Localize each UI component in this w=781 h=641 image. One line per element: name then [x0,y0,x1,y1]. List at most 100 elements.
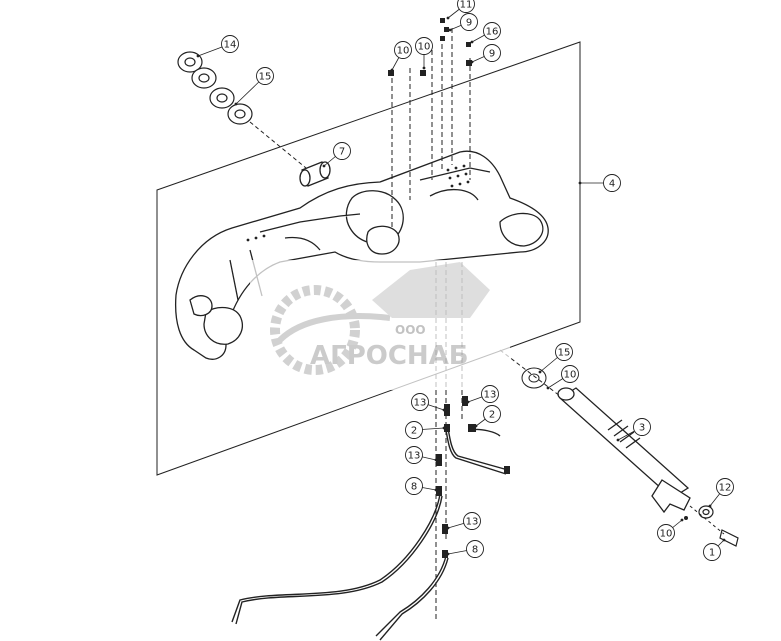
callout-circle [483,44,501,62]
callout-circle [256,67,274,85]
callout-number: 15 [558,348,571,359]
callout-anchor-dot [196,54,200,58]
callout-anchor-dot [322,164,326,168]
callout-1: 1 [703,538,726,561]
callout-anchor-dot [708,504,712,508]
callout-anchor-dot [474,424,478,428]
callout-10: 10 [415,37,433,70]
callout-number: 7 [339,147,345,158]
callout-circle [603,174,621,192]
callout-circle [716,478,734,496]
callout-anchor-dot [448,28,452,32]
callout-number: 9 [489,49,495,60]
callout-number: 8 [411,482,417,493]
pivot-pin [557,387,691,514]
nut-and-bolt [698,505,739,547]
callout-anchor-dot [470,60,474,64]
callout-anchor-dot [446,526,450,530]
callout-circle [405,477,423,495]
watermark-brand: АГРОСНАБ [310,341,469,371]
callout-circle [703,543,721,561]
callout-number: 10 [397,46,410,57]
bushing [299,161,331,187]
callout-number: 1 [709,548,715,559]
callout-circle [483,22,501,40]
pin-leader [499,349,561,397]
callout-number: 3 [639,423,645,434]
callout-layer: 14 15 10 10 11 9 16 9 7 4 15 10 13 13 2 2 3 13 8 12 13 10 8 1 [196,0,734,561]
callout-13: 13 [446,512,481,530]
callout-anchor-dot [546,386,550,390]
pin-washer-hole [528,373,540,383]
callout-anchor-dot [390,68,394,72]
callout-circle [457,0,475,13]
frame-rivets [246,164,470,242]
callout-circle [394,41,412,59]
callout-anchor-dot [442,408,446,412]
callout-number: 10 [418,42,431,53]
callout-8: 8 [446,540,484,558]
main-frame [174,150,549,360]
callout-number: 12 [719,483,732,494]
callout-number: 4 [609,179,615,190]
callout-9: 9 [470,44,501,64]
callout-anchor-dot [442,426,446,430]
callout-circle [333,142,351,160]
callout-circle [405,446,423,464]
callout-anchor-dot [578,181,582,185]
callout-circle [657,524,675,542]
callout-number: 16 [486,27,499,38]
hose-fittings [436,396,510,558]
callout-number: 9 [466,18,472,29]
callout-2: 2 [474,405,501,428]
callout-12: 12 [708,478,734,508]
callout-number: 15 [259,72,272,83]
callout-circle [221,35,239,53]
callout-anchor-dot [446,552,450,556]
callout-9: 9 [448,13,478,32]
callout-number: 8 [472,545,478,556]
callout-4: 4 [578,174,621,192]
callout-circle [481,385,499,403]
callout-circle [561,365,579,383]
callout-circle [463,512,481,530]
callout-10: 10 [657,518,684,542]
callout-number: 2 [411,426,417,437]
callout-anchor-dot [434,458,438,462]
callout-number: 14 [224,40,237,51]
callout-15: 15 [234,67,274,106]
watermark-prefix: ООО [395,323,426,337]
callout-14: 14 [196,35,239,58]
callout-number: 13 [414,398,427,409]
callout-number: 10 [660,529,673,540]
callout-8: 8 [405,477,438,495]
callout-16: 16 [470,22,501,44]
callout-circle [633,418,651,436]
plane-outline [156,41,581,476]
callout-anchor-dot [470,40,474,44]
callout-2: 2 [405,421,446,439]
washer-leader [249,121,307,169]
pin-small-fastener [684,516,688,520]
top-fasteners [388,18,472,76]
callout-circle [415,37,433,55]
callout-circle [460,13,478,31]
callout-circle [466,540,484,558]
callout-number: 13 [484,390,497,401]
callout-3: 3 [616,418,651,442]
callout-11: 11 [446,0,475,20]
callout-anchor-dot [722,538,726,542]
callout-13: 13 [405,446,438,464]
callout-anchor-dot [434,488,438,492]
callout-number: 13 [408,451,421,462]
callout-number: 11 [460,0,473,11]
callout-number: 10 [564,370,577,381]
callout-anchor-dot [422,66,426,70]
callout-7: 7 [322,142,351,168]
callout-number: 13 [466,517,479,528]
callout-anchor-dot [616,438,620,442]
callout-anchor-dot [680,518,684,522]
callout-anchor-dot [446,16,450,20]
washer-stack [177,51,253,125]
